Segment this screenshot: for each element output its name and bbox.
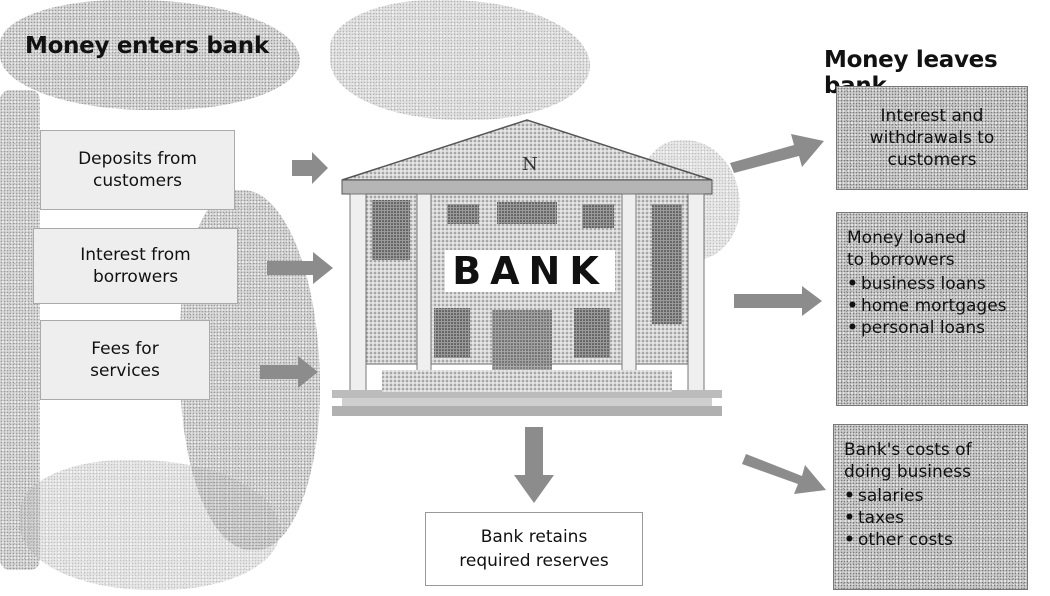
heading-money-enters: Money enters bank [25, 33, 269, 59]
outflow-interest-box: Interest and withdrawals to customers [836, 86, 1028, 190]
inflow-label: Fees for services [75, 338, 175, 382]
costs-list: salaries taxes other costs [844, 485, 953, 551]
list-item: home mortgages [847, 295, 1007, 317]
retained-reserves-box: Bank retains required reserves [425, 512, 643, 586]
outflow-costs-box: Bank's costs of doing business salaries … [833, 424, 1028, 590]
list-item: other costs [844, 529, 953, 551]
outflow-label: Interest and withdrawals to customers [857, 105, 1007, 171]
outflow-label: Money loaned to borrowers [847, 227, 987, 271]
arrow-fees-in-icon [258, 352, 320, 392]
pediment-letter: N [522, 154, 538, 175]
arrow-interest-out-icon [728, 125, 828, 175]
inflow-interest: Interest from borrowers [33, 228, 238, 304]
inflow-deposits: Deposits from customers [40, 130, 235, 210]
inflow-label: Interest from borrowers [71, 244, 201, 288]
arrow-reserves-down-icon [512, 425, 556, 505]
outflow-label: Bank's costs of doing business [844, 439, 994, 483]
outflow-loans-box: Money loaned to borrowers business loans… [836, 212, 1028, 406]
bank-sign: BANK [445, 250, 615, 292]
arrow-costs-out-icon [742, 450, 828, 500]
list-item: personal loans [847, 317, 1007, 339]
loans-list: business loans home mortgages personal l… [847, 273, 1007, 339]
retained-label: Bank retains required reserves [454, 525, 614, 573]
inflow-fees: Fees for services [40, 320, 210, 400]
list-item: taxes [844, 507, 953, 529]
inflow-label: Deposits from customers [73, 148, 203, 192]
arrow-loans-out-icon [732, 284, 824, 318]
list-item: business loans [847, 273, 1007, 295]
list-item: salaries [844, 485, 953, 507]
